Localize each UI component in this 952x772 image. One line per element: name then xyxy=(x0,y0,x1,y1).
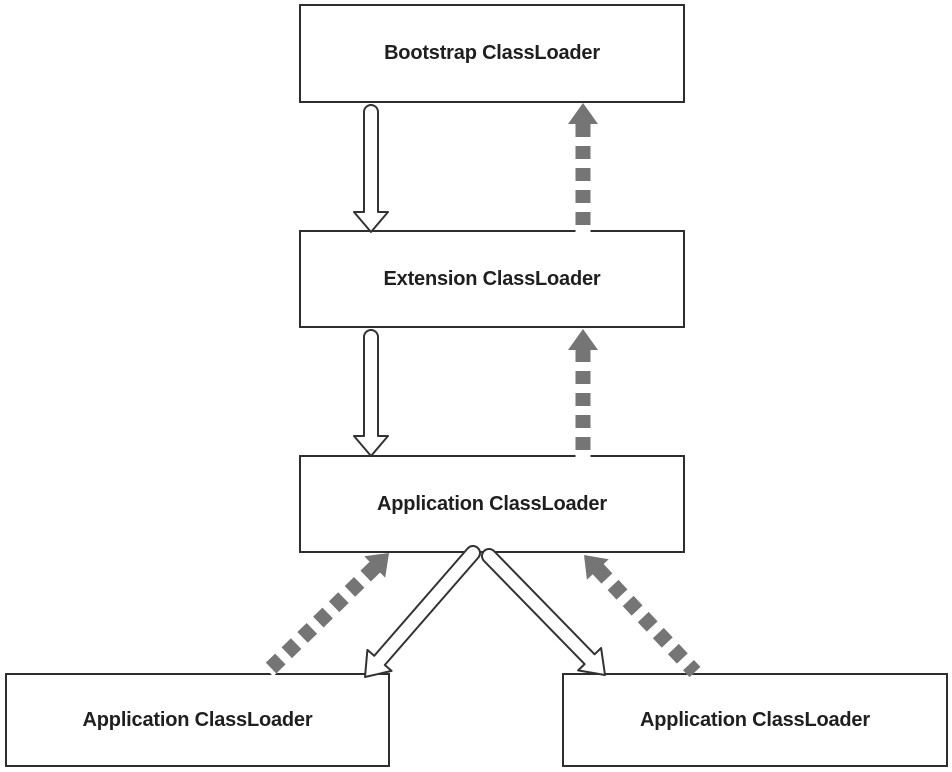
node-label: Application ClassLoader xyxy=(640,708,870,731)
node-application-classloader: Application ClassLoader xyxy=(299,455,685,553)
up-arrow-extension-to-bootstrap-icon xyxy=(568,103,598,233)
node-label: Application ClassLoader xyxy=(377,492,607,515)
up-arrow-left-child-to-application-icon xyxy=(262,553,389,677)
node-extension-classloader: Extension ClassLoader xyxy=(299,230,685,328)
up-arrow-application-to-extension-icon xyxy=(568,329,598,458)
down-arrow-application-to-left-child-icon xyxy=(364,545,481,678)
down-arrow-bootstrap-to-extension-icon xyxy=(353,104,389,233)
node-label: Bootstrap ClassLoader xyxy=(384,42,600,64)
node-application-classloader-left: Application ClassLoader xyxy=(5,673,390,767)
node-label: Extension ClassLoader xyxy=(383,267,601,290)
down-arrow-application-to-right-child-icon xyxy=(481,548,606,676)
node-application-classloader-right: Application ClassLoader xyxy=(562,673,948,767)
down-arrow-extension-to-application-icon xyxy=(353,329,389,457)
up-arrow-right-child-to-application-icon xyxy=(584,555,701,678)
node-bootstrap-classloader: Bootstrap ClassLoader xyxy=(299,4,685,103)
node-label: Application ClassLoader xyxy=(82,708,313,731)
